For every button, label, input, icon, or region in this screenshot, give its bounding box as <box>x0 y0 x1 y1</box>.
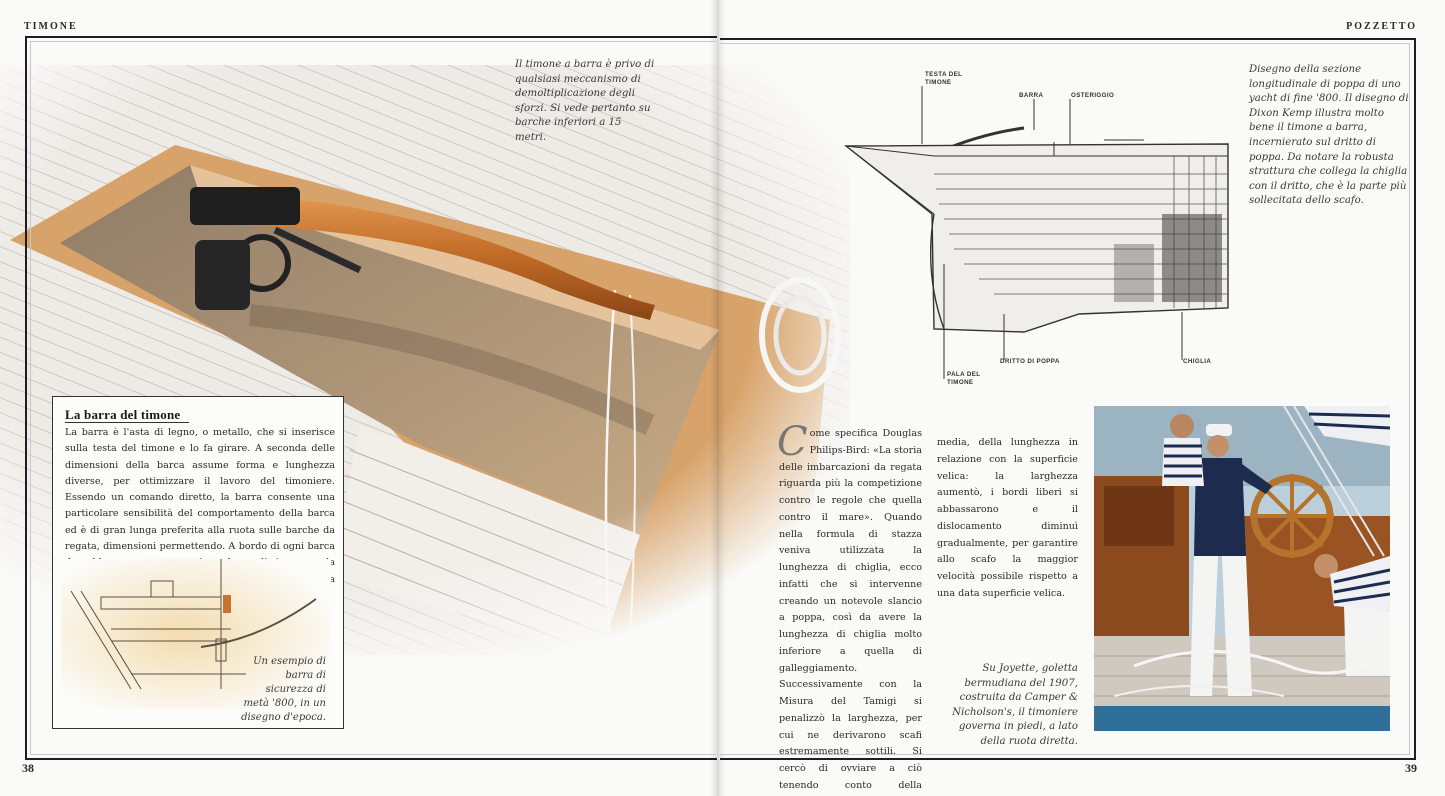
emergency-tiller-caption: Un esempio di barra di sicurezza di metà… <box>241 656 326 723</box>
emergency-tiller-drawing <box>61 559 331 709</box>
label-dritto-di-poppa: DRITTO DI POPPA <box>1000 358 1060 365</box>
tiller-photo <box>0 65 850 655</box>
label-pala-del-timone: PALA DEL TIMONE <box>947 371 981 386</box>
boat-caption: Su Joyette, goletta bermudiana del 1907,… <box>952 663 1078 747</box>
running-head-right: POZZETTO <box>1346 21 1417 32</box>
page-number-left: 38 <box>22 761 34 775</box>
label-testa-del-timone: TESTA DEL TIMONE <box>925 71 963 86</box>
sidebar-box: La barra del timone La barra è l'asta di… <box>52 396 344 729</box>
helmsman-photo <box>1094 406 1390 731</box>
sidebar-title-rule <box>65 422 189 423</box>
drawing-caption: Disegno della sezione longitudinale di p… <box>1249 64 1409 207</box>
drop-cap: C <box>777 419 808 465</box>
right-inner-rule <box>720 43 1410 755</box>
article-column-1-text: ome specifica Douglas Philips-Bird: «La … <box>779 428 922 791</box>
left-frame <box>25 36 717 760</box>
label-barra: BARRA <box>1019 92 1044 99</box>
hull-section-drawing <box>844 86 1229 379</box>
left-inner-rule <box>30 41 716 755</box>
right-frame <box>720 38 1416 760</box>
tiller-caption: Il timone a barra è privo di qualsiasi m… <box>515 59 655 143</box>
book-gutter <box>710 0 726 796</box>
label-osteriggio: OSTERIGGIO <box>1071 92 1115 99</box>
running-head-left: TIMONE <box>24 21 78 32</box>
label-chiglia: CHIGLIA <box>1183 358 1212 365</box>
article-column-2: media, della lunghezza in relazione con … <box>937 437 1078 599</box>
page-number-right: 39 <box>1405 761 1417 775</box>
sidebar-title: La barra del timone <box>65 407 181 422</box>
